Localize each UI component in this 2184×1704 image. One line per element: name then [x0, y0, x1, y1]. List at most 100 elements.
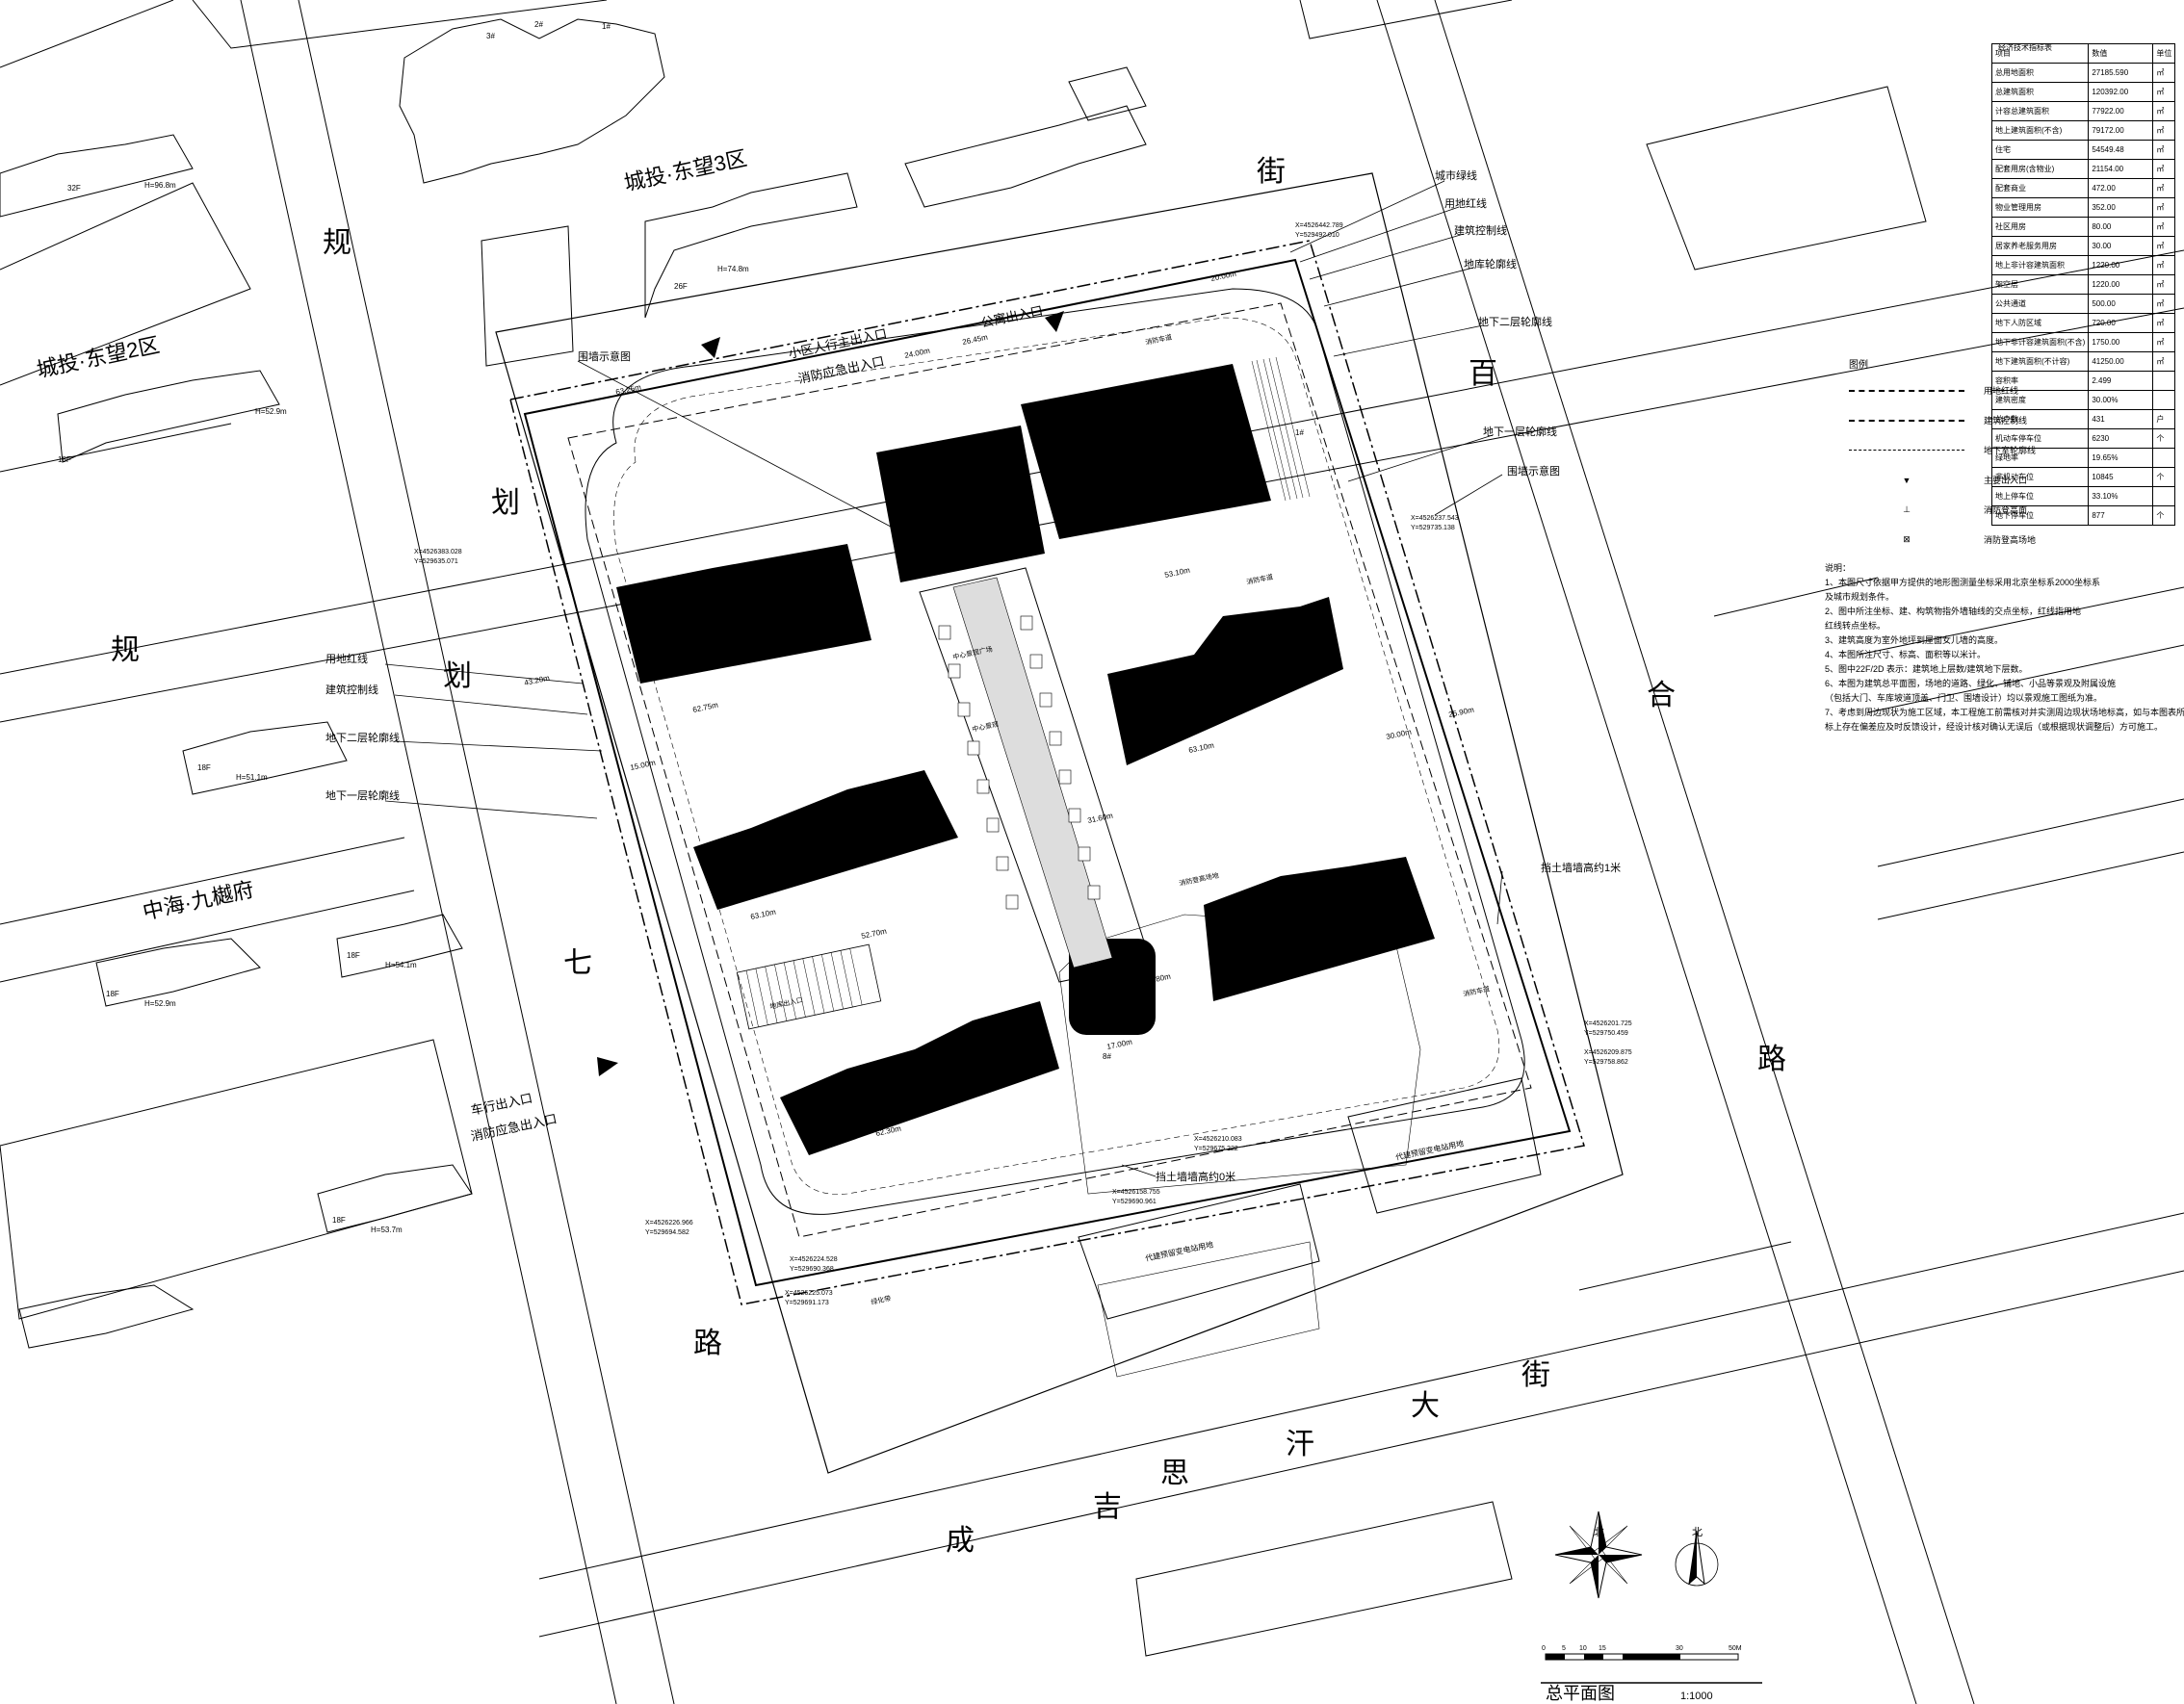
note-line: 7、考虑到周边现状为施工区域，本工程施工前需核对并实测周边现状场地标高，如与本图…: [1825, 708, 2184, 717]
table-cell: 个: [2152, 505, 2176, 526]
legend-item: 建筑控制线: [1849, 414, 2036, 426]
future-plot-2: [1347, 1077, 1542, 1214]
table-cell: 30.00: [2088, 236, 2154, 256]
bldg-label: 4#: [1199, 679, 1208, 687]
table-cell: 架空层: [1990, 274, 2090, 295]
leader-label: 围墙示意图: [1507, 464, 1560, 478]
dimension: 15.00m: [630, 759, 657, 772]
triangle-icon: ▼: [1902, 475, 1911, 485]
table-cell: ㎡: [2152, 332, 2176, 352]
legend-label: 主要出入口: [1984, 476, 2028, 485]
table-cell: 个: [2152, 467, 2176, 487]
tower-2: [876, 426, 1045, 582]
drawing-scale: 1:1000: [1680, 1691, 1713, 1702]
coordinate: Y=529691.173: [785, 1300, 829, 1306]
road-char: 汗: [1286, 1428, 1314, 1461]
road-char: 合: [1647, 679, 1676, 712]
table-cell: 877: [2088, 505, 2154, 526]
table-cell: ㎡: [2152, 313, 2176, 333]
scale-tick: 30: [1676, 1645, 1683, 1652]
table-cell: 配套商业: [1990, 178, 2090, 198]
dimension: 63.25m: [615, 383, 642, 397]
bldg-label: 3#: [732, 609, 741, 618]
road-char: 七: [563, 946, 592, 980]
site-boundary-thick: [523, 258, 1572, 1287]
note-line: 及城市规划条件。: [1825, 592, 1895, 602]
bldg-label: 1#: [1295, 428, 1304, 437]
towers: [616, 364, 1435, 1155]
basement-outline: [567, 302, 1532, 1238]
neighbor-label: H=74.8m: [717, 265, 749, 273]
neighbor-label: H=51.1m: [236, 773, 268, 782]
neighbor-label: H=96.8m: [144, 181, 176, 190]
leader-label: 地库轮廓线: [1464, 257, 1517, 271]
road-char: 吉: [1093, 1490, 1122, 1524]
table-cell: 27185.590: [2088, 63, 2154, 83]
table-cell: 公共通道: [1990, 294, 2090, 314]
leader-label: 地下一层轮廓线: [325, 788, 400, 802]
table-cell: 431: [2088, 409, 2154, 429]
table-cell: 住宅: [1990, 140, 2090, 160]
entrance-arrow-west[interactable]: [597, 1057, 618, 1076]
coordinate: Y=529690.961: [1112, 1199, 1157, 1205]
fire-face-icon: ⊥: [1903, 504, 1911, 514]
legend: 图例 用地红线 建筑控制线 地下室轮廓线 ▼ 主要出入口 ⊥ 消防登高面 ⊠ 消…: [1849, 356, 2036, 546]
bldg-label: 8#: [1103, 1052, 1111, 1061]
table-cell: 720.00: [2088, 313, 2154, 333]
road-edge-line: [0, 890, 415, 983]
leader-label: 地下二层轮廓线: [325, 731, 400, 744]
table-header-row: 项目 数值 单位: [1990, 43, 2176, 64]
scale-tick: 0: [1542, 1645, 1546, 1652]
leader-label: 围墙示意图: [578, 349, 631, 363]
table-cell: 120392.00: [2088, 82, 2154, 102]
table-cell: ㎡: [2152, 63, 2176, 83]
table-cell: 77922.00: [2088, 101, 2154, 121]
entrance-arrow-public[interactable]: [1045, 311, 1064, 332]
small-label: 消防车道: [1145, 332, 1173, 347]
small-label: 中心景观广场: [952, 644, 994, 661]
dimension: 52.70m: [861, 927, 888, 941]
table-cell: 1220.00: [2088, 274, 2154, 295]
road-char: 成: [946, 1524, 975, 1558]
road-edge-line: [0, 837, 405, 925]
coordinate: X=4526442.789: [1295, 222, 1343, 229]
note-line: 2、图中所注坐标、建、构筑物指外墙轴线的交点坐标，红线指用地: [1825, 607, 2082, 616]
small-label: 地库出入口: [769, 995, 804, 1011]
table-cell: ㎡: [2152, 351, 2176, 372]
road-edge-line: [538, 1212, 2184, 1580]
small-label: 消防登高场地: [1179, 870, 1220, 888]
small-label: 儿童游乐场地: [1135, 437, 1177, 454]
north-label: 北: [1692, 1526, 1703, 1538]
entrance-arrow-north[interactable]: [701, 337, 720, 358]
coordinate: Y=529635.071: [414, 558, 458, 565]
wind-rose: [1554, 1510, 1643, 1599]
tower-3: [616, 544, 871, 684]
table-cell: ㎡: [2152, 236, 2176, 256]
coordinate: Y=529750.459: [1584, 1030, 1628, 1037]
neighbor-label: 18F: [58, 455, 71, 464]
neighbor-label: 18F: [197, 763, 211, 772]
future-plot-1: [1078, 1183, 1320, 1320]
neighbor-label: H=53.7m: [371, 1226, 403, 1234]
coordinate: Y=529492.010: [1295, 232, 1339, 239]
entrance-label: 公寓出入口: [980, 303, 1045, 330]
entrance-label: 车行出入口: [470, 1091, 534, 1118]
central-walkway: [919, 567, 1152, 983]
coordinate: X=4526158.755: [1112, 1189, 1160, 1196]
coordinate: X=4526383.028: [414, 549, 462, 555]
note-line: 3、建筑高度为室外地坪到屋面女儿墙的高度。: [1825, 635, 2004, 645]
neighbor-label: 26F: [674, 282, 688, 291]
inner-lane: [613, 317, 1500, 1195]
table-cell: ㎡: [2152, 217, 2176, 237]
road-char: 划: [491, 486, 520, 520]
note-line: 5、图中22F/2D 表示：建筑地上层数/建筑地下层数。: [1825, 664, 2028, 674]
table-cell: 居家养老服务用房: [1990, 236, 2090, 256]
coordinate: Y=529758.862: [1584, 1059, 1628, 1066]
